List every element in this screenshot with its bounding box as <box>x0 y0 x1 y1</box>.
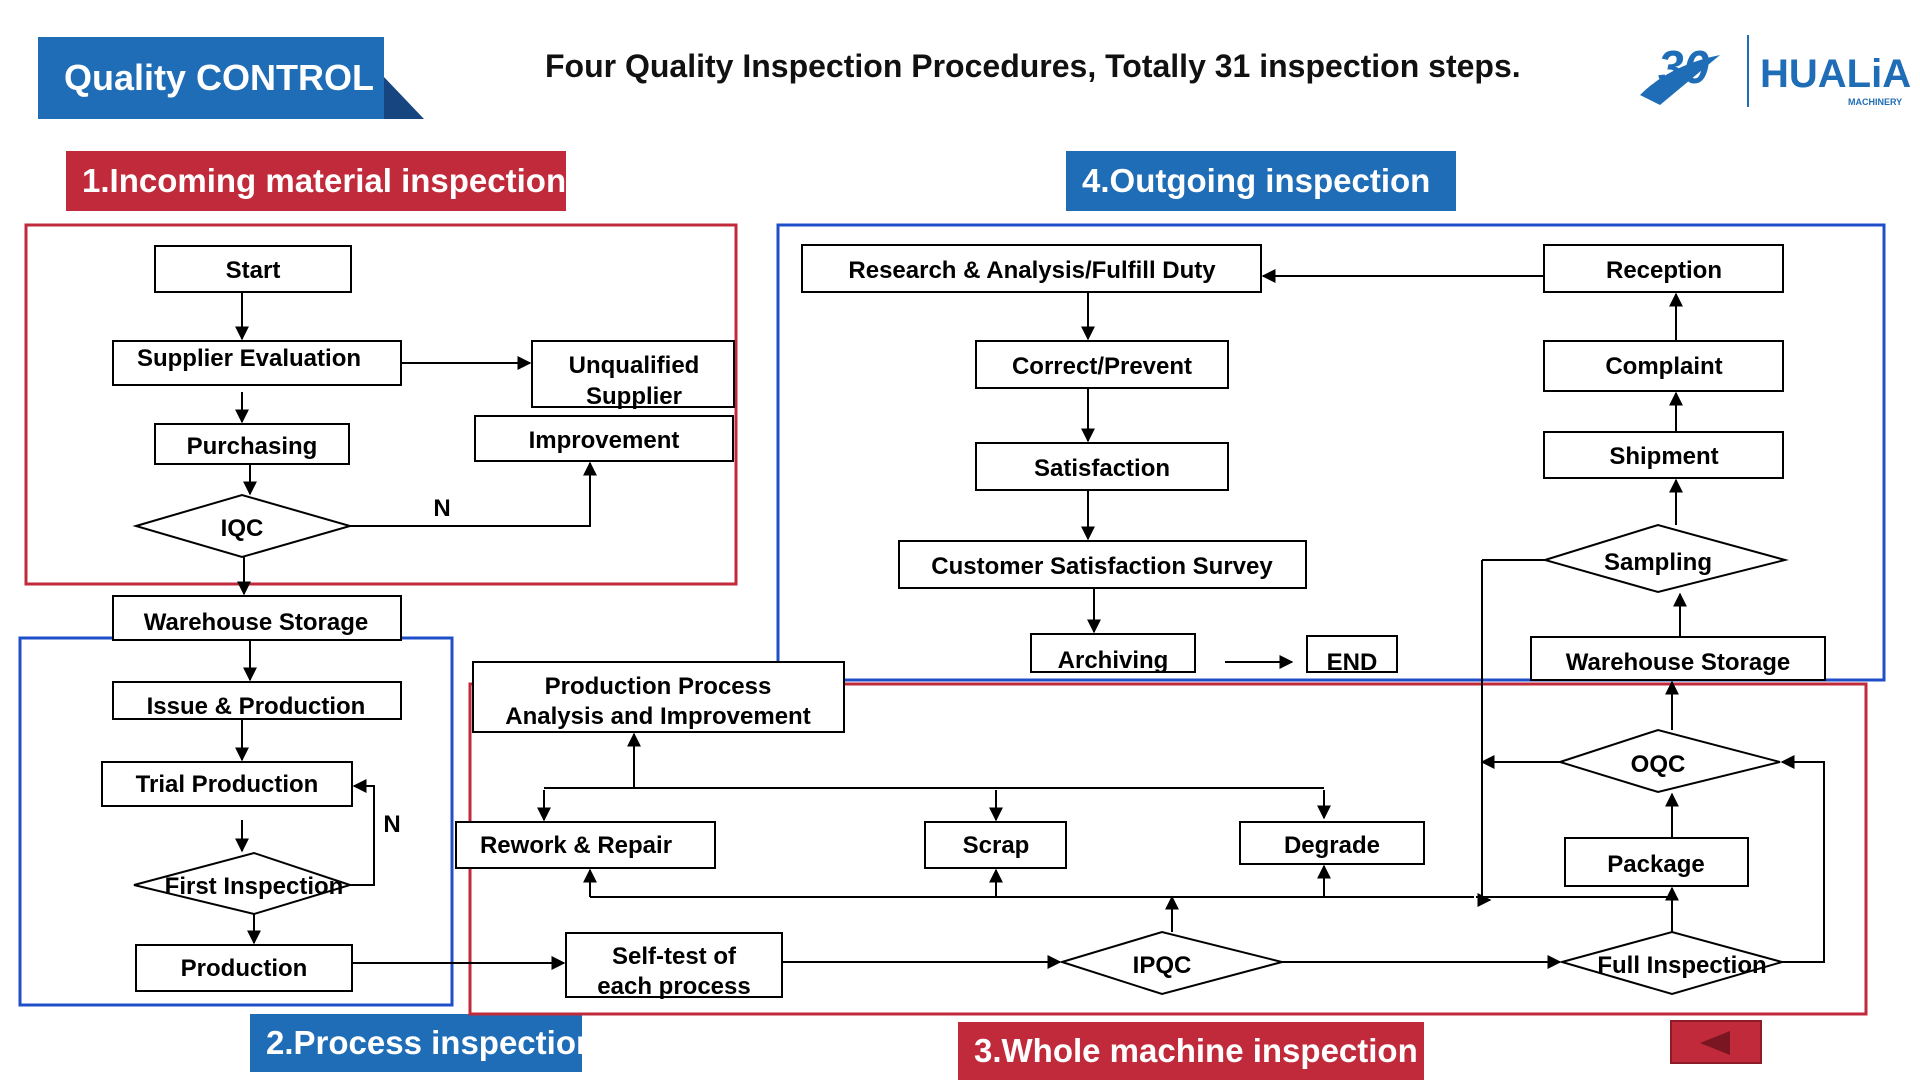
label-production-analysis-2: Analysis and Improvement <box>505 703 810 730</box>
edge-first-trial-loop <box>350 779 375 886</box>
node-oqc <box>1556 728 1781 794</box>
label-reception: Reception <box>1606 257 1722 284</box>
node-survey <box>898 540 1307 589</box>
label-end: END <box>1327 649 1378 676</box>
section-label-incoming: 1.Incoming material inspection <box>66 151 566 211</box>
label-start: Start <box>226 257 281 284</box>
edge-iqc-improvement <box>350 461 597 527</box>
edge-left-bus <box>1477 560 1492 907</box>
label-trial-production: Trial Production <box>136 771 319 798</box>
logo-swoosh-icon <box>1640 55 1720 105</box>
frame-incoming <box>24 223 738 586</box>
label-unqualified-2: Supplier <box>586 383 682 410</box>
node-unqualified-supplier <box>531 340 735 408</box>
label-purchasing: Purchasing <box>187 433 318 460</box>
node-improvement <box>474 415 734 462</box>
label-package: Package <box>1607 851 1704 878</box>
node-correct-prevent <box>975 340 1229 389</box>
label-shipment: Shipment <box>1609 443 1718 470</box>
node-purchasing <box>154 423 350 465</box>
page-title: Four Quality Inspection Procedures, Tota… <box>545 48 1521 84</box>
label-self-test-1: Self-test of <box>612 943 737 970</box>
logo-text: HUALiAN <box>1760 52 1910 96</box>
back-button[interactable] <box>1670 1020 1762 1064</box>
label-production-analysis-1: Production Process <box>545 673 772 700</box>
node-scrap <box>924 821 1067 869</box>
label-n1: N <box>433 495 450 522</box>
node-package <box>1564 837 1749 887</box>
label-ipqc: IPQC <box>1133 952 1192 979</box>
frame-outgoing <box>776 223 1886 682</box>
node-reception <box>1543 244 1784 293</box>
node-research <box>801 244 1262 293</box>
label-unqualified-1: Unqualified <box>569 352 700 379</box>
section-label-process: 2.Process inspection <box>250 1014 596 1072</box>
badge-label: Quality CONTROL <box>64 57 375 98</box>
label-sampling: Sampling <box>1604 549 1712 576</box>
triangle-left-icon <box>1700 1031 1730 1055</box>
label-issue-production: Issue & Production <box>147 693 366 720</box>
node-rework-repair <box>455 821 716 869</box>
label-complaint: Complaint <box>1605 353 1722 380</box>
node-complaint <box>1543 340 1784 392</box>
label-oqc: OQC <box>1631 751 1686 778</box>
label-self-test-2: each process <box>597 973 750 1000</box>
label-production: Production <box>181 955 308 982</box>
node-self-test <box>565 932 783 998</box>
node-satisfaction <box>975 442 1229 491</box>
node-production <box>135 944 353 992</box>
label-correct-prevent: Correct/Prevent <box>1012 353 1192 380</box>
label-n2: N <box>383 811 400 838</box>
label-survey: Customer Satisfaction Survey <box>931 553 1273 580</box>
node-start <box>154 245 352 293</box>
node-end <box>1306 635 1398 673</box>
node-warehouse-out <box>1530 636 1826 681</box>
node-degrade <box>1239 821 1425 865</box>
node-sampling <box>1541 523 1789 594</box>
label-full-inspection: Full Inspection <box>1597 952 1766 979</box>
node-archiving <box>1030 633 1196 673</box>
node-warehouse-in <box>112 595 402 641</box>
node-shipment <box>1543 431 1784 479</box>
badge-tail <box>384 77 424 119</box>
quality-control-badge: Quality CONTROL <box>38 37 424 119</box>
label-degrade: Degrade <box>1284 832 1380 859</box>
logo-mark: 30 <box>1658 41 1710 93</box>
node-trial-production <box>101 761 353 807</box>
label-iqc: IQC <box>221 515 264 542</box>
label-satisfaction: Satisfaction <box>1034 455 1170 482</box>
label-research: Research & Analysis/Fulfill Duty <box>848 257 1216 284</box>
label-scrap: Scrap <box>963 832 1030 859</box>
logo-subtext: MACHINERY <box>1848 97 1902 107</box>
label-warehouse-out: Warehouse Storage <box>1566 649 1791 676</box>
label-first-inspection: First Inspection <box>165 873 344 900</box>
label-archiving: Archiving <box>1058 647 1169 674</box>
node-production-analysis <box>472 661 845 733</box>
company-logo: 30 HUALiAN MACHINERY <box>1640 35 1910 107</box>
label-warehouse-in: Warehouse Storage <box>144 609 369 636</box>
section-label-whole: 3.Whole machine inspection <box>958 1022 1424 1080</box>
section-label-outgoing: 4.Outgoing inspection <box>1066 151 1456 211</box>
node-issue-production <box>112 681 402 720</box>
label-supplier-evaluation: Supplier Evaluation <box>137 345 361 372</box>
edge-full-oqc-loop <box>1780 755 1825 963</box>
label-improvement: Improvement <box>529 427 680 454</box>
label-rework-repair: Rework & Repair <box>480 832 672 859</box>
